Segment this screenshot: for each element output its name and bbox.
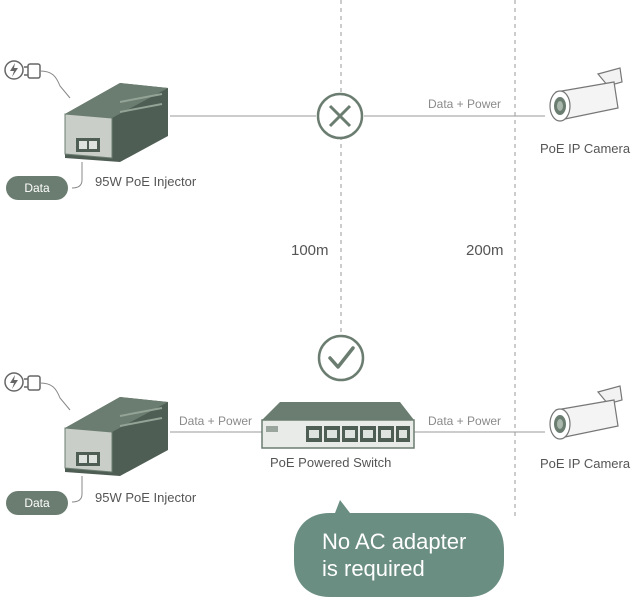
camera-label-bottom: PoE IP Camera bbox=[540, 456, 631, 471]
injector-label-top: 95W PoE Injector bbox=[95, 174, 197, 189]
distance-label-200m: 200m bbox=[466, 242, 504, 259]
switch-label: PoE Powered Switch bbox=[270, 455, 392, 470]
link-label-bottom-right: Data + Power bbox=[428, 414, 502, 428]
data-pill-top: Data bbox=[6, 176, 68, 200]
camera-icon bbox=[549, 67, 623, 122]
link-label-bottom-left: Data + Power bbox=[179, 414, 253, 428]
cross-icon bbox=[316, 92, 364, 140]
power-plug-icon bbox=[4, 372, 71, 411]
switch-icon bbox=[261, 402, 415, 449]
injector-icon bbox=[64, 83, 168, 162]
camera-label-top: PoE IP Camera bbox=[540, 141, 631, 156]
data-pill-bottom: Data bbox=[6, 491, 68, 515]
callout-line-1: No AC adapter bbox=[322, 529, 467, 554]
callout-text: No AC adapter is required bbox=[322, 528, 466, 582]
data-cable bbox=[71, 162, 83, 189]
data-cable bbox=[71, 476, 83, 503]
camera-icon bbox=[549, 385, 623, 440]
callout-line-2: is required bbox=[322, 556, 425, 581]
link-label-top: Data + Power bbox=[428, 97, 502, 111]
callout-bubble bbox=[294, 500, 504, 597]
check-icon bbox=[317, 334, 365, 382]
distance-label-100m: 100m bbox=[291, 242, 329, 259]
injector-label-bottom: 95W PoE Injector bbox=[95, 490, 197, 505]
injector-icon bbox=[64, 397, 168, 476]
power-plug-icon bbox=[4, 60, 71, 99]
